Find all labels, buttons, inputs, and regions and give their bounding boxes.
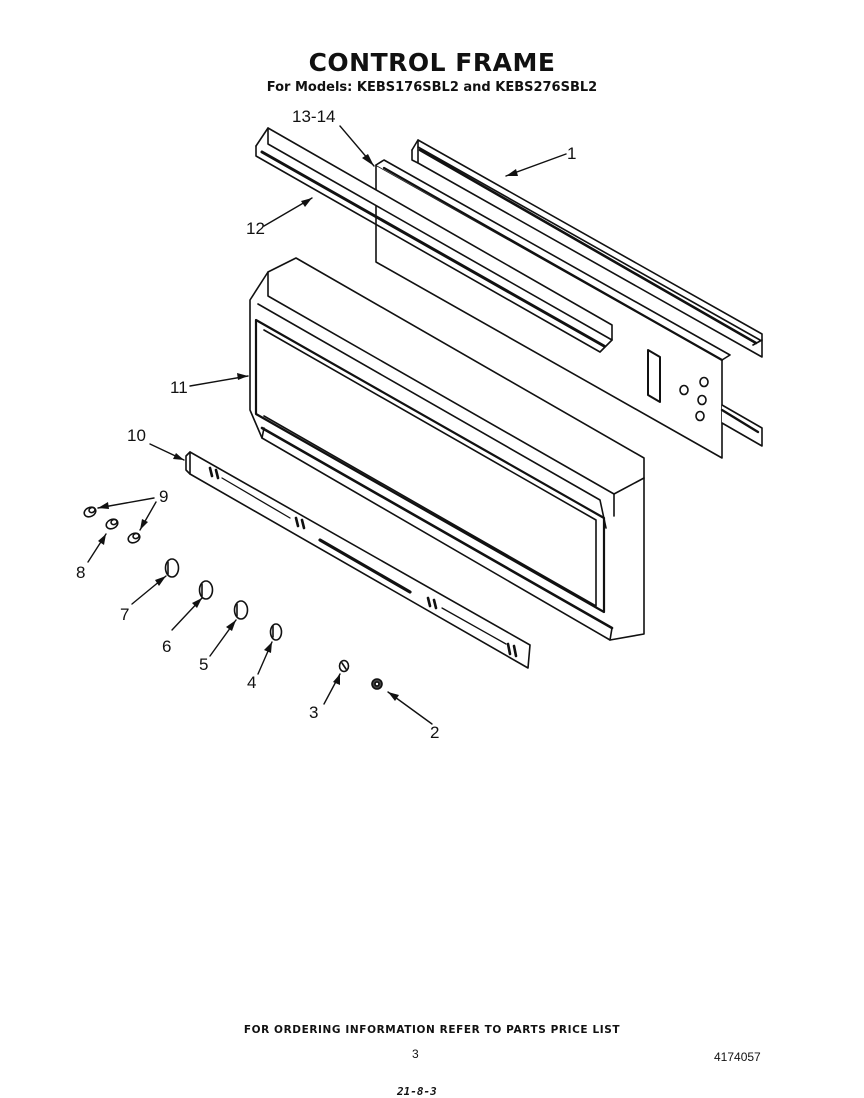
callout-6: 6 <box>162 637 171 656</box>
handwritten-note: 21-8-3 <box>397 1085 437 1098</box>
callout-11: 11 <box>170 378 188 397</box>
callout-2: 2 <box>430 723 439 742</box>
ordering-note: FOR ORDERING INFORMATION REFER TO PARTS … <box>243 1024 621 1036</box>
page-title: CONTROL FRAME <box>308 48 556 77</box>
callout-9: 9 <box>159 487 168 506</box>
callout-12: 12 <box>246 219 265 238</box>
part-8-9-push-buttons <box>83 506 141 544</box>
model-subtitle: For Models: KEBS176SBL2 and KEBS276SBL2 <box>266 80 598 95</box>
part-4-7-knobs <box>164 558 283 641</box>
part-1-rear-rail <box>411 139 763 358</box>
part-12-trim-strip <box>255 127 613 353</box>
part-2-3-clips <box>338 659 383 690</box>
callout-8: 8 <box>76 563 85 582</box>
callout-10: 10 <box>127 426 146 445</box>
part-13-14-panel <box>375 159 763 459</box>
page-number: 3 <box>412 1047 419 1061</box>
callout-7: 7 <box>120 605 129 624</box>
callout-3: 3 <box>309 703 318 722</box>
callout-5: 5 <box>199 655 208 674</box>
callout-labels: 1 2 3 4 5 6 7 8 9 10 11 12 13-14 <box>76 107 576 742</box>
callout-13-14: 13-14 <box>292 107 335 126</box>
arrowheads <box>98 154 518 701</box>
callout-1: 1 <box>567 144 576 163</box>
callout-4: 4 <box>247 673 256 692</box>
document-number: 4174057 <box>714 1050 761 1064</box>
part-10-panel-strip <box>185 451 531 669</box>
part-11-frame-housing <box>249 257 645 641</box>
